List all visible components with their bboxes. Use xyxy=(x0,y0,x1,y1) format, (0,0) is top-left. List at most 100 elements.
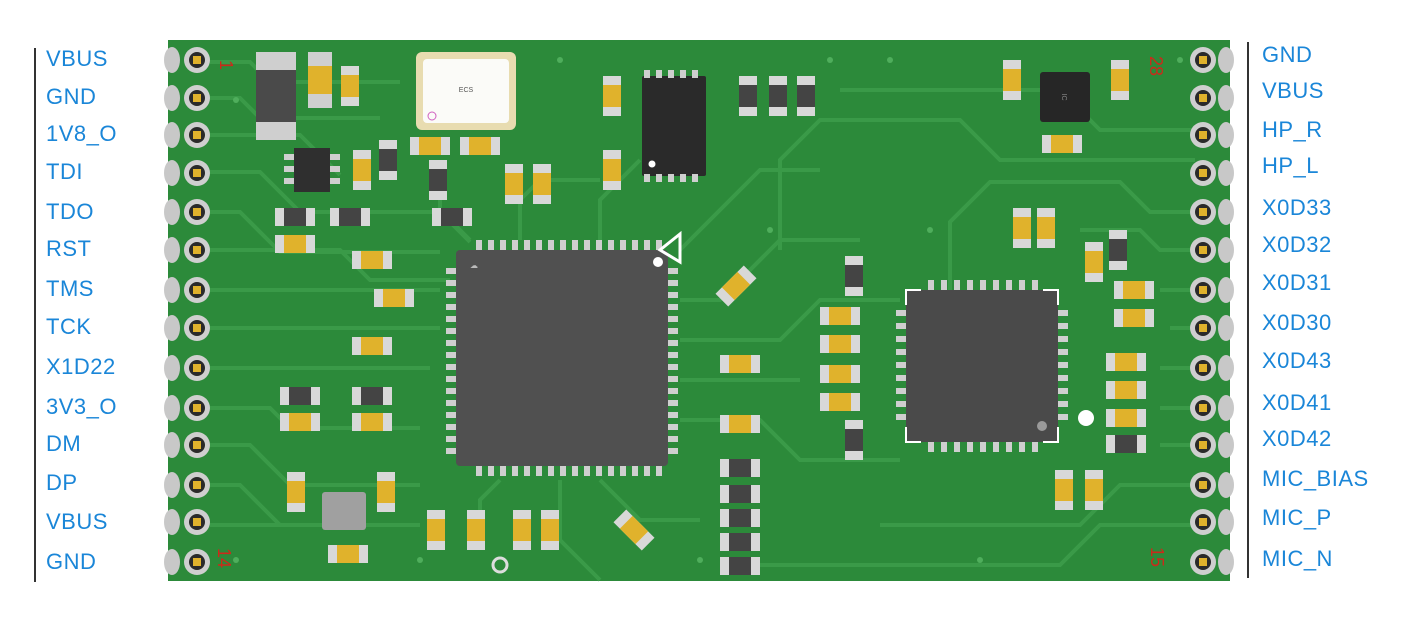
smd-passive xyxy=(820,307,860,325)
header-pin xyxy=(164,122,210,148)
right-pin-label: VBUS xyxy=(1262,78,1324,103)
header-pin xyxy=(164,472,210,498)
smd-passive xyxy=(275,235,315,253)
smd-passive xyxy=(467,510,485,550)
smd-passive xyxy=(603,150,621,190)
header-pin xyxy=(164,85,210,111)
main-mcu-qfp: ☁ xyxy=(446,240,678,476)
smd-passive xyxy=(374,289,414,307)
header-pin xyxy=(1190,199,1234,225)
pcb-vias xyxy=(233,57,1183,563)
header-pin xyxy=(1190,472,1234,498)
smd-passive xyxy=(720,355,760,373)
test-point xyxy=(491,556,509,574)
smd-passive xyxy=(1085,242,1103,282)
smd-passive xyxy=(603,76,621,116)
header-pin xyxy=(164,160,210,186)
right-pin-label: HP_L xyxy=(1262,153,1320,178)
smd-passive xyxy=(280,387,320,405)
smd-passive xyxy=(432,208,472,226)
smd-passive xyxy=(769,76,787,116)
smd-passive xyxy=(1109,230,1127,270)
smd-passive xyxy=(533,164,551,204)
left-pin-label: DM xyxy=(46,431,82,456)
header-pin xyxy=(1190,395,1234,421)
left-pin-label: TCK xyxy=(46,314,92,339)
smd-passive xyxy=(377,472,395,512)
right-pin-label: X0D30 xyxy=(1262,310,1332,335)
left-pin-label: VBUS xyxy=(46,509,108,534)
pin-number-bottom-left: 14 xyxy=(214,548,234,568)
header-pin xyxy=(1190,432,1234,458)
right-pin-label: X0D42 xyxy=(1262,426,1332,451)
left-pin-label: TDO xyxy=(46,199,94,224)
smd-passive xyxy=(352,387,392,405)
header-pin xyxy=(1190,47,1234,73)
right-pin-header xyxy=(1190,47,1234,575)
right-pin-label: MIC_N xyxy=(1262,546,1333,571)
smd-passive xyxy=(1013,208,1031,248)
header-pin xyxy=(164,549,210,575)
right-pin-label: GND xyxy=(1262,42,1313,67)
smd-passive xyxy=(820,335,860,353)
smd-passive xyxy=(845,420,863,460)
small-ic-bottom-left xyxy=(322,492,366,530)
pin-one-marker-icon xyxy=(657,230,682,265)
left-pin-label: GND xyxy=(46,84,97,109)
header-pin xyxy=(1190,85,1234,111)
header-pin xyxy=(164,432,210,458)
left-pin-header xyxy=(164,47,210,575)
smd-passive xyxy=(1106,353,1146,371)
smd-passive xyxy=(1003,60,1021,100)
header-pin xyxy=(164,277,210,303)
header-pin xyxy=(164,315,210,341)
smd-passive xyxy=(720,509,760,527)
sot-ic-left xyxy=(284,148,340,192)
smd-passive xyxy=(427,510,445,550)
smd-passive xyxy=(352,413,392,431)
svg-text:ECS: ECS xyxy=(459,87,474,94)
left-pin-label: TMS xyxy=(46,276,94,301)
right-pin-label: X0D41 xyxy=(1262,390,1332,415)
header-pin xyxy=(1190,237,1234,263)
smd-passive xyxy=(1085,470,1103,510)
right-pin-label: X0D33 xyxy=(1262,195,1332,220)
smd-passive xyxy=(1106,409,1146,427)
pin-number-top-right: 28 xyxy=(1146,56,1166,76)
smd-passive xyxy=(1042,135,1082,153)
passive-components xyxy=(275,60,1154,575)
smd-passive xyxy=(1037,208,1055,248)
smd-passive xyxy=(505,164,523,204)
tantalum-capacitor xyxy=(308,52,332,108)
svg-text:IC: IC xyxy=(1060,94,1067,101)
smd-passive xyxy=(379,140,397,180)
smd-passive-rotated xyxy=(613,509,655,551)
cloud-logo-icon: ☁ xyxy=(470,261,478,270)
smd-passive xyxy=(1055,470,1073,510)
crystal-oscillator: ECS xyxy=(416,52,516,130)
codec-qfn xyxy=(896,280,1094,452)
smd-passive xyxy=(352,251,392,269)
left-pin-label: VBUS xyxy=(46,46,108,71)
left-pin-label: DP xyxy=(46,470,78,495)
dfn-ic-top-right: IC xyxy=(1040,72,1090,122)
left-pin-label: 3V3_O xyxy=(46,394,117,419)
header-pin xyxy=(164,237,210,263)
smd-passive xyxy=(429,160,447,200)
smd-passive xyxy=(820,365,860,383)
sop-ic-top xyxy=(642,70,706,182)
smd-passive xyxy=(460,137,500,155)
right-pin-label: HP_R xyxy=(1262,117,1323,142)
header-pin xyxy=(1190,315,1234,341)
pin-number-bottom-right: 15 xyxy=(1147,547,1167,567)
right-pin-label: X0D31 xyxy=(1262,270,1332,295)
smd-passive xyxy=(280,413,320,431)
smd-passive xyxy=(1114,309,1154,327)
smd-passive xyxy=(541,510,559,550)
smd-passive xyxy=(410,137,450,155)
smd-passive xyxy=(720,415,760,433)
left-pin-label: RST xyxy=(46,236,92,261)
smd-passive xyxy=(720,533,760,551)
